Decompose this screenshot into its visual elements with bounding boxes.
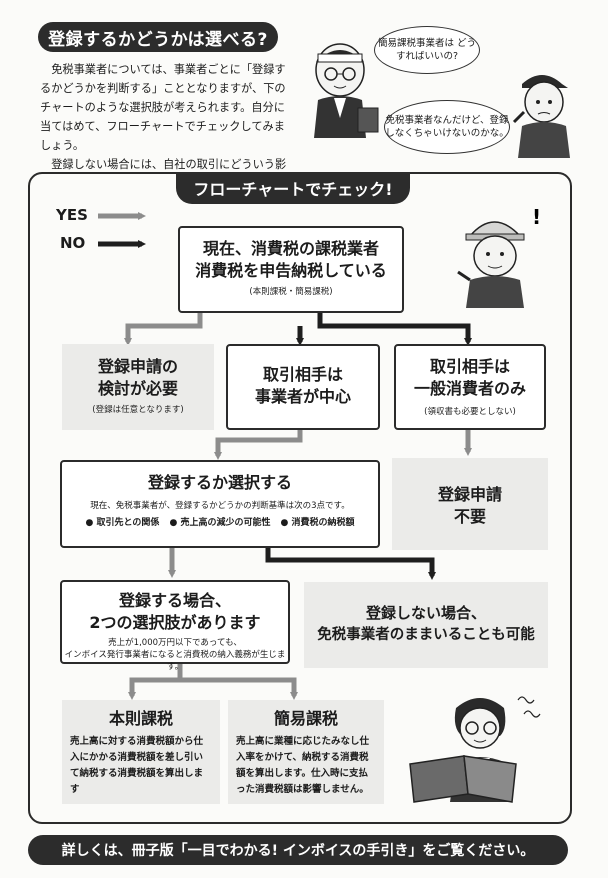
helmet-worker-icon: !	[457, 205, 541, 308]
kani-option: 簡易課税 売上高に業種に応じたみなし仕入率をかけて、納税する消費税額を算出します…	[228, 700, 384, 804]
criteria-item: ● 消費税の納税額	[280, 518, 355, 528]
start-question-box: 現在、消費税の課税業者 消費税を申告納税している (本則課税・簡易課税)	[178, 226, 404, 313]
register-options-box: 登録する場合、 2つの選択肢があります 売上が1,000万円以下であっても、 イ…	[60, 580, 290, 672]
start-note: (本則課税・簡易課税)	[249, 287, 333, 297]
speech-bubble-bottom-text: 免税事業者なんだけど、登録しなくちゃいけないのかな。	[385, 115, 509, 139]
select-note: 現在、免税事業者が、登録するかどうかの判断基準は次の3点です。	[90, 501, 350, 511]
registration-review-result: 登録申請の 検討が必要 (登録は任意となります)	[62, 344, 214, 430]
review-line-2: 検討が必要	[97, 379, 178, 398]
speech-bubble-top: 簡易課税事業者は どうすればいいの?	[374, 26, 480, 74]
arrow-start-yes	[124, 313, 203, 346]
page-title: 登録するかどうかは選べる?	[38, 22, 278, 52]
not-needed-line-2: 不要	[453, 507, 486, 526]
start-line-1: 現在、消費税の課税業者	[202, 239, 379, 258]
flowchart-title: フローチャートでチェック!	[176, 172, 410, 204]
registration-not-needed-result: 登録申請 不要	[392, 458, 548, 550]
arrow-select-no	[265, 548, 436, 580]
select-registration-box: 登録するか選択する 現在、免税事業者が、登録するかどうかの判断基準は次の3点です…	[60, 460, 380, 548]
register-note-2: インボイス発行事業者になると消費税の納入義務が生じます。	[64, 650, 286, 672]
honsoku-option: 本則課税 売上高に対する消費税額から仕入にかかる消費税額を差し引いて納税する消費…	[62, 700, 220, 804]
legend-no-label: NO	[60, 234, 86, 252]
arrow-start-no-consumer	[317, 313, 472, 346]
select-title: 登録するか選択する	[147, 473, 292, 492]
register-note-1: 売上が1,000万円以下であっても、	[108, 638, 242, 648]
worker-character-icon	[512, 75, 570, 158]
speech-bubble-bottom: 免税事業者なんだけど、登録しなくちゃいけないのかな。	[384, 100, 510, 154]
criteria-item: ● 売上高の減少の可能性	[169, 518, 271, 528]
kani-title: 簡易課税	[273, 709, 338, 728]
review-line-1: 登録申請の	[97, 357, 178, 376]
business-line-1: 取引相手は	[262, 365, 343, 384]
intro-paragraph-1: 免税事業者については、事業者ごとに「登録するかどうかを判断する」こととなりますが…	[40, 63, 286, 152]
svg-text:!: !	[532, 205, 541, 229]
criteria-list: ● 取引先との関係 ● 売上高の減少の可能性 ● 消費税の納税額	[62, 515, 378, 528]
not-needed-line-1: 登録申請	[437, 485, 502, 504]
intro-text: 免税事業者については、事業者ごとに「登録するかどうかを判断する」こととなりますが…	[40, 60, 290, 212]
start-line-2: 消費税を申告納税している	[195, 261, 387, 280]
kani-body: 売上高に業種に応じたみなし仕入率をかけて、納税する消費税額を算出します。仕入時に…	[236, 736, 370, 795]
consumer-partner-box: 取引相手は 一般消費者のみ (領収書も必要としない)	[394, 344, 546, 430]
not-register-line-2: 免税事業者のままいることも可能	[317, 627, 535, 643]
reading-woman-icon	[409, 696, 541, 803]
arrow-business-yes	[214, 430, 303, 460]
review-note: (登録は任意となります)	[92, 405, 184, 415]
register-line-1: 登録する場合、	[118, 591, 231, 610]
register-line-2: 2つの選択肢があります	[89, 613, 261, 632]
teacher-character-icon	[314, 43, 379, 138]
business-partner-box: 取引相手は 事業者が中心	[226, 344, 380, 430]
arrow-register-honsoku	[128, 664, 183, 700]
not-register-line-1: 登録しない場合、	[365, 604, 486, 622]
honsoku-title: 本則課税	[108, 709, 173, 728]
consumer-line-1: 取引相手は	[429, 357, 510, 376]
business-line-2: 事業者が中心	[254, 387, 351, 406]
honsoku-body: 売上高に対する消費税額から仕入にかかる消費税額を差し引いて納税する消費税額を算出…	[70, 736, 204, 795]
speech-bubble-top-text: 簡易課税事業者は どうすればいいの?	[377, 38, 477, 62]
consumer-note: (領収書も必要としない)	[424, 407, 516, 417]
legend-yes-label: YES	[56, 206, 88, 224]
criteria-item: ● 取引先との関係	[85, 518, 160, 528]
footer-banner: 詳しくは、冊子版「一目でわかる! インボイスの手引き」をご覧ください。	[28, 835, 568, 865]
consumer-line-2: 一般消費者のみ	[413, 379, 526, 398]
not-register-result: 登録しない場合、 免税事業者のままいることも可能	[304, 582, 548, 668]
arrow-register-kani	[180, 677, 298, 700]
